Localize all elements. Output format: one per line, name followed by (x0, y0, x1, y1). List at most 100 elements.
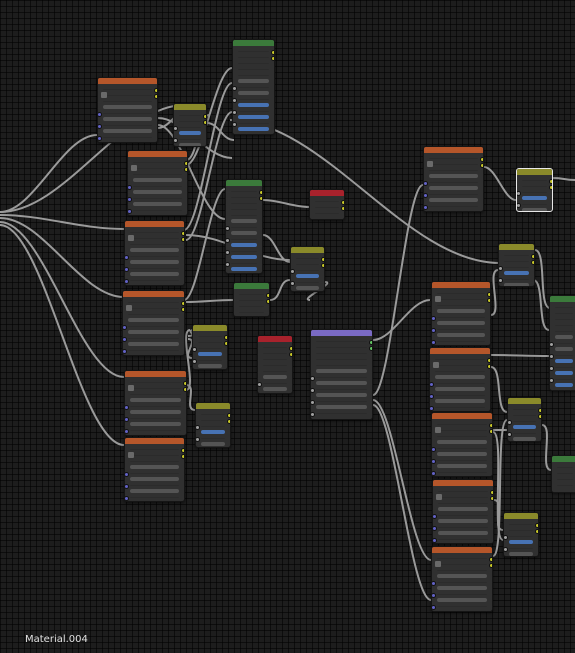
node-header[interactable] (233, 40, 274, 46)
node-value-field[interactable] (103, 129, 152, 133)
input-socket[interactable] (123, 324, 127, 330)
node-header[interactable] (432, 282, 490, 288)
input-socket[interactable] (424, 180, 428, 186)
mix-node[interactable] (498, 243, 535, 287)
input-socket[interactable] (128, 184, 132, 190)
node-header[interactable] (432, 413, 492, 419)
node-value-field[interactable] (263, 387, 287, 391)
input-socket[interactable] (98, 111, 102, 117)
output-socket[interactable] (288, 351, 292, 357)
node-value-field[interactable] (438, 507, 488, 511)
texture-node[interactable] (122, 290, 185, 356)
output-socket[interactable] (180, 306, 184, 312)
output-socket[interactable] (489, 489, 493, 495)
image-texture-icon[interactable] (128, 452, 134, 458)
node-value-field[interactable] (263, 375, 287, 379)
texture-node[interactable] (97, 77, 158, 143)
output-socket[interactable] (183, 166, 187, 172)
texture-node[interactable] (124, 370, 187, 436)
node-header[interactable] (424, 147, 483, 153)
output-socket[interactable] (226, 412, 230, 418)
node-value-field[interactable] (316, 393, 367, 397)
node-value-field[interactable] (130, 410, 181, 414)
output-socket[interactable] (488, 428, 492, 434)
node-header[interactable] (291, 247, 324, 253)
input-socket[interactable] (258, 381, 262, 387)
input-socket[interactable] (125, 266, 129, 272)
input-socket[interactable] (508, 419, 512, 425)
input-socket[interactable] (499, 277, 503, 283)
texture-node[interactable] (431, 412, 493, 477)
output-socket[interactable] (182, 386, 186, 392)
input-socket[interactable] (233, 121, 237, 127)
node-value-field[interactable] (130, 260, 179, 264)
input-socket[interactable] (517, 202, 521, 208)
texture-node[interactable] (124, 437, 185, 502)
node-value-field[interactable] (316, 405, 367, 409)
node-header[interactable] (550, 296, 575, 302)
node-header[interactable] (196, 403, 230, 409)
node-value-field[interactable] (201, 442, 225, 446)
node-value-field[interactable] (103, 117, 152, 121)
node-value-field[interactable] (238, 115, 269, 119)
node-header[interactable] (128, 151, 187, 157)
output-socket[interactable] (368, 345, 372, 351)
mix-node[interactable] (516, 168, 553, 212)
node-header[interactable] (125, 221, 184, 227)
input-socket[interactable] (233, 97, 237, 103)
node-value-field[interactable] (238, 103, 269, 107)
shader-node[interactable] (233, 282, 270, 317)
node-value-field[interactable] (435, 399, 485, 403)
node-value-field[interactable] (504, 283, 529, 286)
node-value-field[interactable] (231, 219, 257, 223)
node-value-field[interactable] (437, 333, 485, 337)
input-socket[interactable] (550, 353, 554, 359)
output-node[interactable] (257, 335, 293, 394)
input-socket[interactable] (508, 431, 512, 437)
mix-node[interactable] (195, 402, 231, 448)
node-header[interactable] (174, 104, 206, 110)
output-socket[interactable] (180, 447, 184, 453)
node-header[interactable] (258, 336, 292, 342)
node-value-field[interactable] (316, 369, 367, 373)
node-value-field[interactable] (555, 335, 573, 339)
node-value-field[interactable] (128, 318, 179, 322)
input-socket[interactable] (430, 405, 434, 411)
node-value-field[interactable] (435, 375, 485, 379)
node-value-field[interactable] (133, 202, 182, 206)
output-socket[interactable] (202, 119, 206, 125)
input-socket[interactable] (291, 280, 295, 286)
node-value-field[interactable] (231, 255, 257, 259)
node-value-field[interactable] (130, 477, 179, 481)
input-socket[interactable] (233, 85, 237, 91)
node-value-field[interactable] (130, 272, 179, 276)
input-socket[interactable] (432, 327, 436, 333)
output-socket[interactable] (340, 205, 344, 211)
output-socket[interactable] (180, 230, 184, 236)
shader-node[interactable] (551, 455, 575, 493)
node-header[interactable] (123, 291, 184, 297)
node-value-field[interactable] (513, 425, 536, 429)
image-texture-icon[interactable] (131, 165, 137, 171)
mix-node[interactable] (173, 103, 207, 147)
input-socket[interactable] (125, 483, 129, 489)
input-socket[interactable] (98, 135, 102, 141)
input-socket[interactable] (432, 315, 436, 321)
input-socket[interactable] (226, 225, 230, 231)
output-socket[interactable] (548, 184, 552, 190)
input-socket[interactable] (128, 196, 132, 202)
output-socket[interactable] (486, 291, 490, 297)
node-header[interactable] (508, 398, 541, 404)
input-socket[interactable] (226, 261, 230, 267)
node-value-field[interactable] (316, 381, 367, 385)
input-socket[interactable] (432, 446, 436, 452)
node-value-field[interactable] (130, 489, 179, 493)
node-value-field[interactable] (103, 105, 152, 109)
output-socket[interactable] (180, 300, 184, 306)
input-socket[interactable] (125, 404, 129, 410)
node-header[interactable] (430, 348, 490, 354)
input-socket[interactable] (174, 125, 178, 131)
input-socket[interactable] (517, 190, 521, 196)
input-socket[interactable] (226, 249, 230, 255)
